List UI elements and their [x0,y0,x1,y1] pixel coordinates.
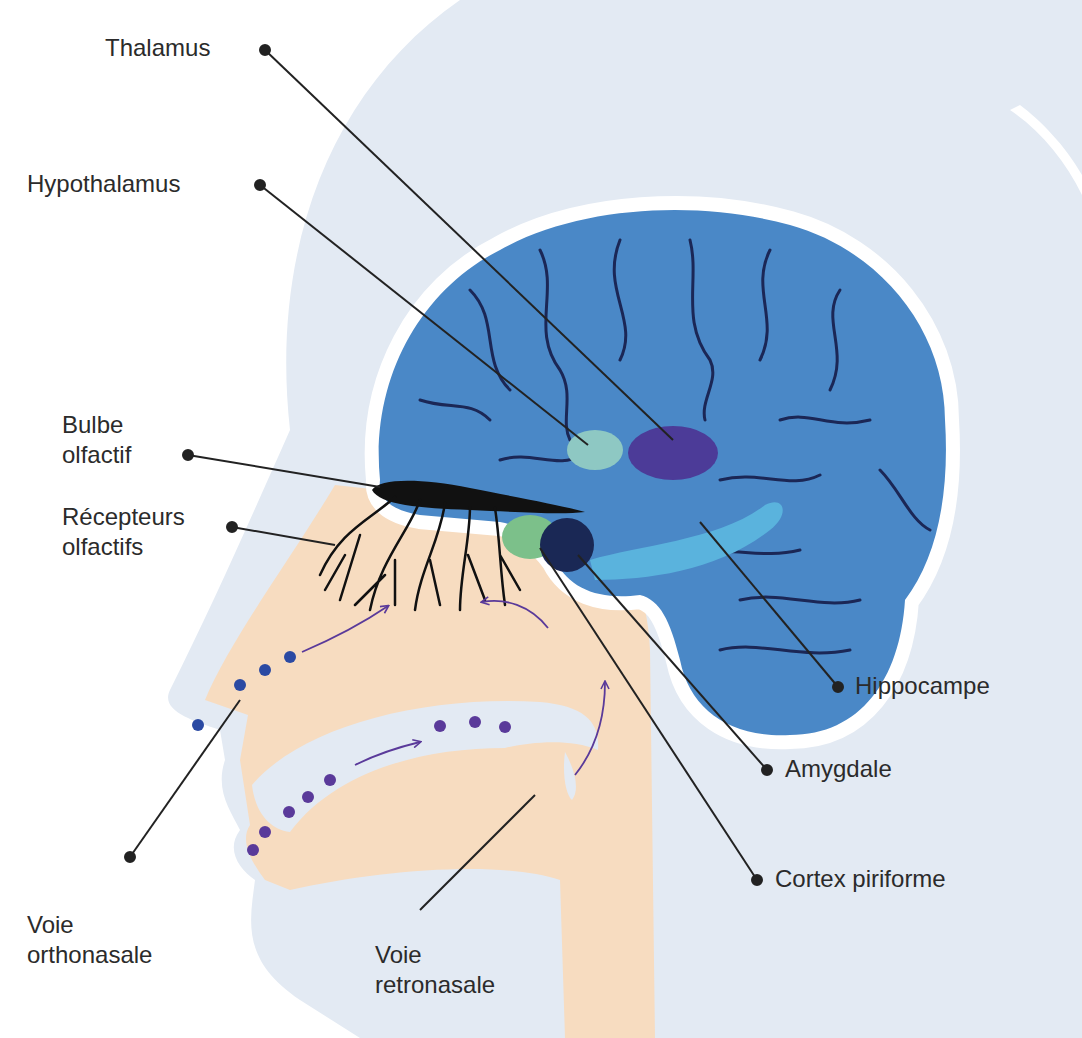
part-label: Cortex piriforme [775,864,1025,894]
sulcus [690,240,713,420]
skull-gap [379,210,946,735]
airflow-arrows [302,601,605,775]
part-label: Hypothalamus [27,169,247,199]
receptor-fiber [495,508,520,605]
leader-line [265,50,673,440]
receptor-fiber [320,497,395,600]
leader-line [232,527,335,545]
leader-dot [183,450,193,460]
odor-dot [259,826,271,838]
orthonasal-odor-dots [192,651,296,731]
retronasal-odor-dots [247,716,511,856]
oral-cavity [252,701,598,832]
part-label: Voie retronasale [375,940,525,1000]
odor-dot [469,716,481,728]
sulcus [720,475,820,481]
brain [379,210,946,735]
odor-dot [259,664,271,676]
airflow-arrow [355,742,420,765]
leader-dot [752,875,762,885]
olfactory-receptors [320,497,520,610]
part-label: Voie orthonasale [27,910,187,970]
sulcus [740,597,860,603]
sulcus [470,290,510,390]
airflow-arrow [302,606,388,652]
leader-line [260,185,588,445]
odor-dot [434,720,446,732]
part-label: Hippocampe [855,671,1055,701]
sulcus [614,240,626,360]
sulcus [420,400,490,420]
leader-dot [260,45,270,55]
leader-dot [255,180,265,190]
skull-highlight [1010,105,1082,195]
head-silhouette [168,0,1082,1038]
leader-line [700,522,838,687]
leader-line [188,455,380,487]
odor-dot [283,806,295,818]
odor-dot [284,651,296,663]
leader-dot [833,682,843,692]
brain-sulci [420,240,930,653]
airflow-arrow [575,682,605,775]
leader-dot [762,765,772,775]
sulcus [500,455,580,461]
leader-dot [227,522,237,532]
odor-dot [234,679,246,691]
odor-dot [302,791,314,803]
odor-dot [247,844,259,856]
receptor-fiber [415,503,445,610]
odor-dot [499,721,511,733]
leader-lines [125,45,843,910]
airflow-arrow [482,601,548,628]
leader-line [540,548,757,880]
olfactory-bulb [372,481,585,514]
sulcus [780,417,870,423]
sulcus [760,250,770,360]
uvula [564,752,576,800]
part-label: Bulbe olfactif [62,410,172,470]
leader-dot [125,852,135,862]
leader-line [420,795,535,910]
part-label: Thalamus [105,33,305,63]
receptor-fiber [355,500,420,610]
thalamus-region [628,426,718,480]
sulcus [830,290,840,390]
receptor-fiber [460,506,485,610]
part-label: Récepteurs olfactifs [62,502,197,562]
leader-line [130,700,240,857]
part-label: Amygdale [785,754,985,784]
sulcus [880,470,930,530]
leader-line [578,555,767,770]
sulcus [720,647,850,653]
odor-dot [192,719,204,731]
hippocampus-region [590,502,783,580]
odor-dot [324,774,336,786]
